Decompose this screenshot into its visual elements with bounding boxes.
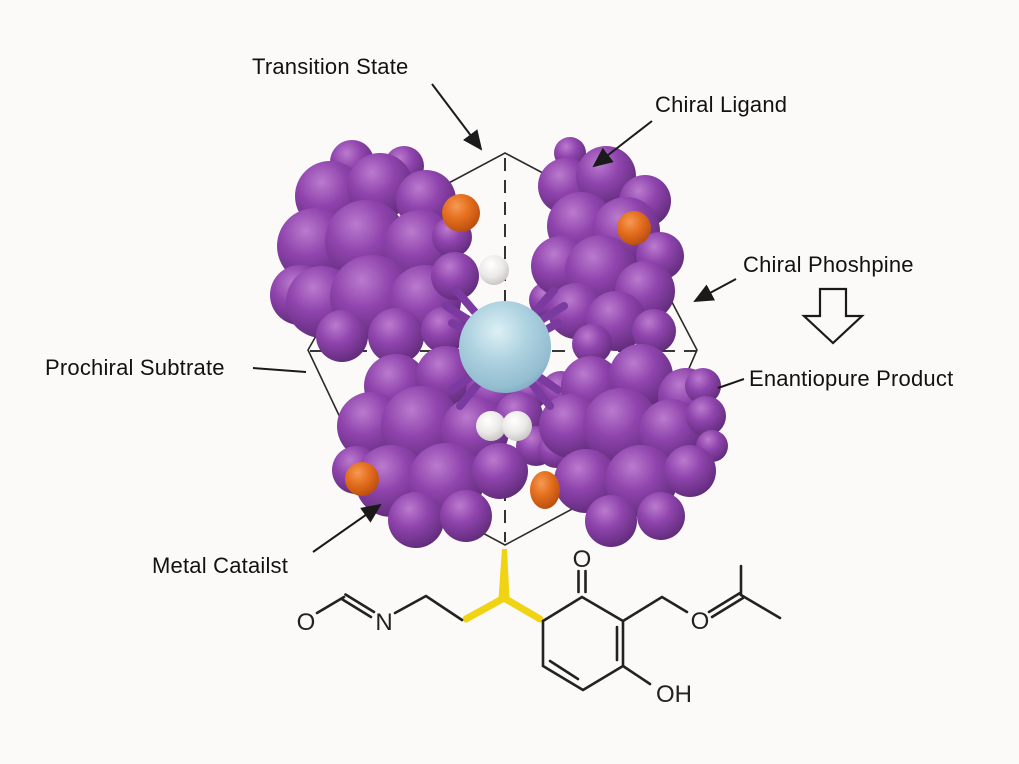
hydroxyl-label: OH <box>656 681 692 708</box>
hydrogen-sphere-bottom-right <box>502 411 532 441</box>
aldehyde-oxygen-label: O <box>297 609 316 636</box>
prochiral-subtrate-label: Prochiral Subtrate <box>45 355 225 380</box>
orange-substituent-lower-right <box>530 471 560 509</box>
chiral-phoshpine-arrow <box>693 278 737 302</box>
atom-sphere <box>583 388 659 464</box>
annotation-connectors <box>252 83 745 553</box>
enantiopure-product-line <box>717 378 745 389</box>
chiral-ligand-arrow <box>592 120 653 168</box>
chiral-ligand-label: Chiral Ligand <box>655 92 788 117</box>
metal-catailst-arrow <box>312 503 382 553</box>
atom-sphere <box>316 310 368 362</box>
atom-sphere <box>431 252 479 300</box>
atom-sphere <box>632 309 676 353</box>
ligand-cluster-upper-left <box>270 140 479 364</box>
prochiral-subtrate-line <box>252 367 307 373</box>
atom-sphere <box>440 490 492 542</box>
imine-nitrogen-label: N <box>375 609 392 636</box>
atom-sphere <box>421 307 467 353</box>
chiral-phoshpine-label: Chiral Phoshpine <box>743 252 914 277</box>
atom-sphere <box>572 324 612 364</box>
ether-oxygen-label: O <box>691 608 710 635</box>
ligand-cluster-lower-right <box>539 344 728 547</box>
hydrogen-sphere-top <box>479 255 509 285</box>
orange-substituent-upper-left <box>442 194 480 232</box>
metal-catailst-label: Metal Catailst <box>152 553 289 578</box>
chiral-wedge-bond <box>498 549 510 598</box>
ketone-oxygen-label: O <box>573 546 592 573</box>
orange-substituent-lower-left <box>345 462 379 496</box>
ligand-cluster-upper-right <box>529 137 684 364</box>
metal-center-sphere <box>459 301 551 393</box>
enantiopure-product-label: Enantiopure Product <box>749 366 954 391</box>
atom-sphere <box>388 492 444 548</box>
skeletal-bonds <box>315 564 782 692</box>
down-arrow-icon <box>801 287 865 345</box>
atom-sphere <box>637 492 685 540</box>
hydrogen-sphere-bottom-left <box>476 411 506 441</box>
atom-labels: O N O O OH <box>297 546 710 708</box>
atom-sphere <box>585 495 637 547</box>
transition-state-arrow <box>431 83 483 151</box>
chemical-structure: O N O O OH <box>297 546 782 708</box>
chiral-bonds <box>462 594 544 623</box>
atom-sphere <box>686 396 726 436</box>
transition-state-label: Transition State <box>252 54 409 79</box>
atom-sphere <box>664 445 716 497</box>
atom-sphere <box>472 443 528 499</box>
orange-substituent-upper-right <box>617 211 651 245</box>
atom-sphere <box>368 308 424 364</box>
atom-sphere <box>685 368 721 404</box>
